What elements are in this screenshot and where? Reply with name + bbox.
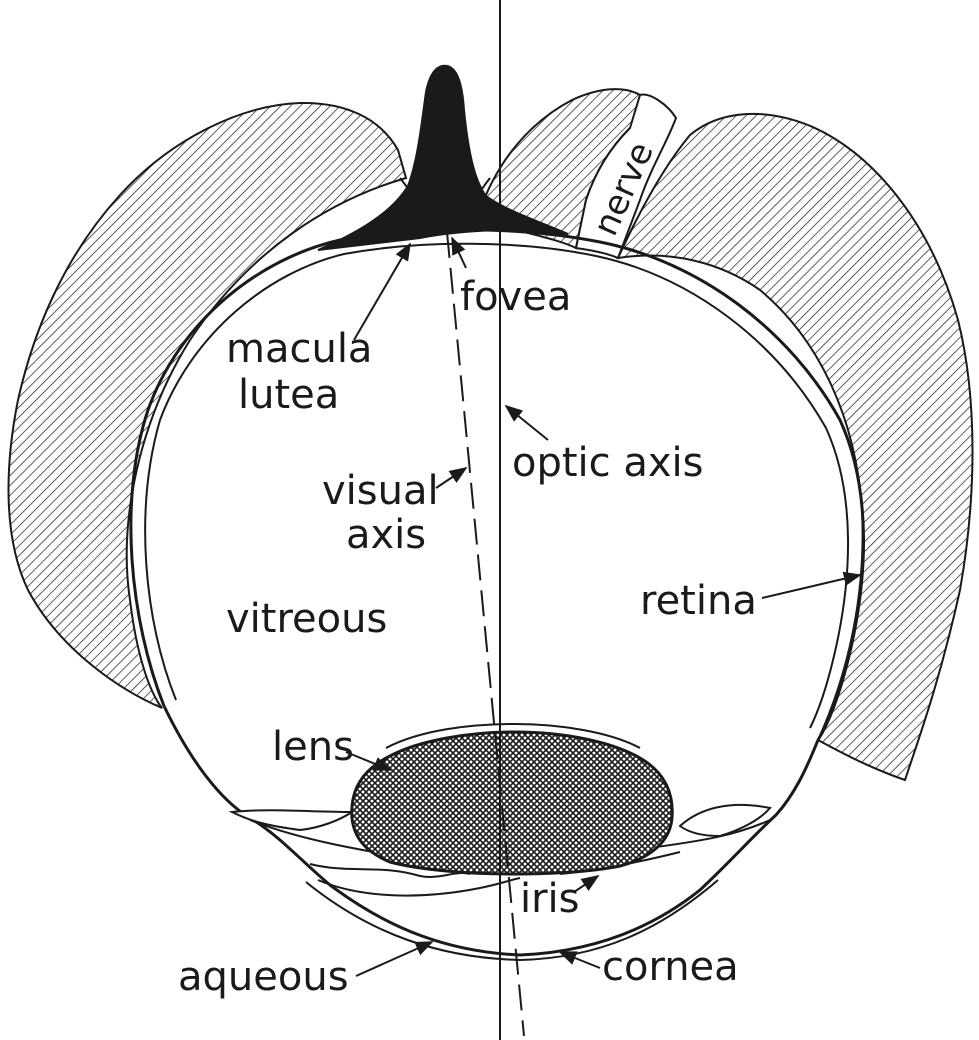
optic-axis-label: optic axis [512, 440, 704, 486]
fovea-arrow [452, 238, 466, 268]
visual-axis-label-line1: visual [322, 468, 439, 514]
cornea-label: cornea [602, 944, 739, 990]
iris-label: iris [520, 876, 580, 922]
cornea-arrow [560, 952, 600, 968]
lens [352, 732, 672, 874]
optic-axis-arrow [506, 406, 548, 440]
ciliary-right [680, 805, 770, 836]
macula-label-line1: macula [226, 326, 372, 372]
vitreous-label: vitreous [226, 596, 387, 642]
visual-axis-label-line2: axis [346, 512, 426, 558]
fovea-label: fovea [460, 274, 571, 320]
lens-label: lens [272, 724, 354, 770]
visual-axis-arrow [436, 468, 466, 488]
aqueous-label: aqueous [178, 954, 349, 1000]
retina-label: retina [640, 578, 757, 624]
visual-axis-line [447, 232, 524, 1036]
aqueous-arrow [356, 942, 432, 976]
macula-label-line2: lutea [238, 372, 339, 418]
